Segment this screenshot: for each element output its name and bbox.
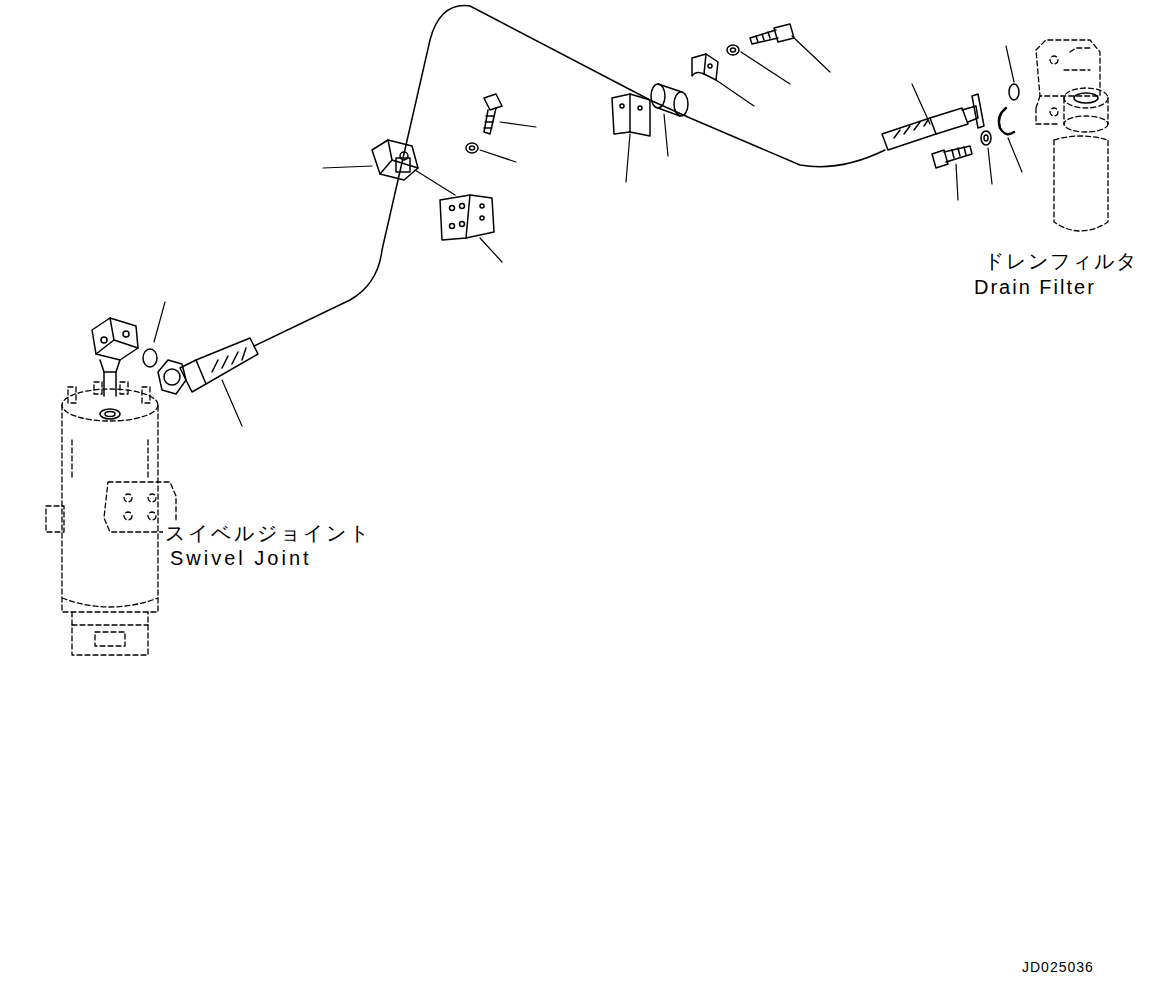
leader-line bbox=[154, 302, 165, 342]
leader-line bbox=[323, 166, 372, 168]
leader-line bbox=[415, 170, 455, 195]
leader-line bbox=[956, 164, 958, 200]
part-name: ドレンフィルタ bbox=[982, 250, 1140, 273]
washer bbox=[731, 48, 736, 52]
port bbox=[105, 412, 115, 417]
drawing-number: JD025036 bbox=[1020, 959, 1096, 975]
washer bbox=[984, 135, 988, 141]
leader-line bbox=[1008, 138, 1022, 172]
snap-ring bbox=[999, 108, 1014, 134]
clamp bbox=[372, 140, 418, 180]
washer bbox=[466, 143, 478, 153]
leader-line bbox=[792, 36, 830, 72]
leader-line bbox=[626, 134, 630, 182]
drain-filter bbox=[1036, 40, 1108, 231]
bolt bbox=[750, 24, 794, 44]
leader-line bbox=[1006, 46, 1014, 82]
washer bbox=[727, 45, 739, 55]
o-ring bbox=[1009, 84, 1019, 100]
leader-line bbox=[664, 114, 668, 156]
swivel-joint bbox=[46, 382, 176, 655]
hose-end bbox=[158, 338, 258, 394]
leader-line bbox=[741, 52, 790, 84]
clamp bbox=[651, 84, 688, 116]
tube bbox=[254, 6, 885, 346]
leader-line bbox=[480, 238, 502, 262]
port bbox=[100, 409, 120, 419]
clamp bbox=[692, 54, 718, 80]
part-name: スイベルジョイント bbox=[163, 522, 374, 545]
port bbox=[1074, 93, 1098, 103]
hose-end bbox=[882, 94, 984, 150]
leader-line bbox=[222, 380, 242, 426]
o-ring bbox=[143, 349, 157, 367]
bracket bbox=[612, 94, 650, 136]
part-name: Swivel Joint bbox=[168, 547, 314, 570]
leader-line bbox=[716, 80, 754, 106]
washer bbox=[981, 131, 991, 145]
bracket bbox=[440, 195, 494, 240]
washer bbox=[470, 146, 475, 150]
elbow-fitting bbox=[92, 318, 138, 396]
bolt bbox=[932, 146, 972, 168]
part-name: Drain Filter bbox=[972, 276, 1098, 299]
bolt bbox=[484, 94, 502, 134]
leader-line bbox=[988, 148, 992, 184]
leader-line bbox=[500, 122, 536, 127]
leader-line bbox=[912, 84, 930, 124]
leader-line bbox=[480, 150, 516, 162]
